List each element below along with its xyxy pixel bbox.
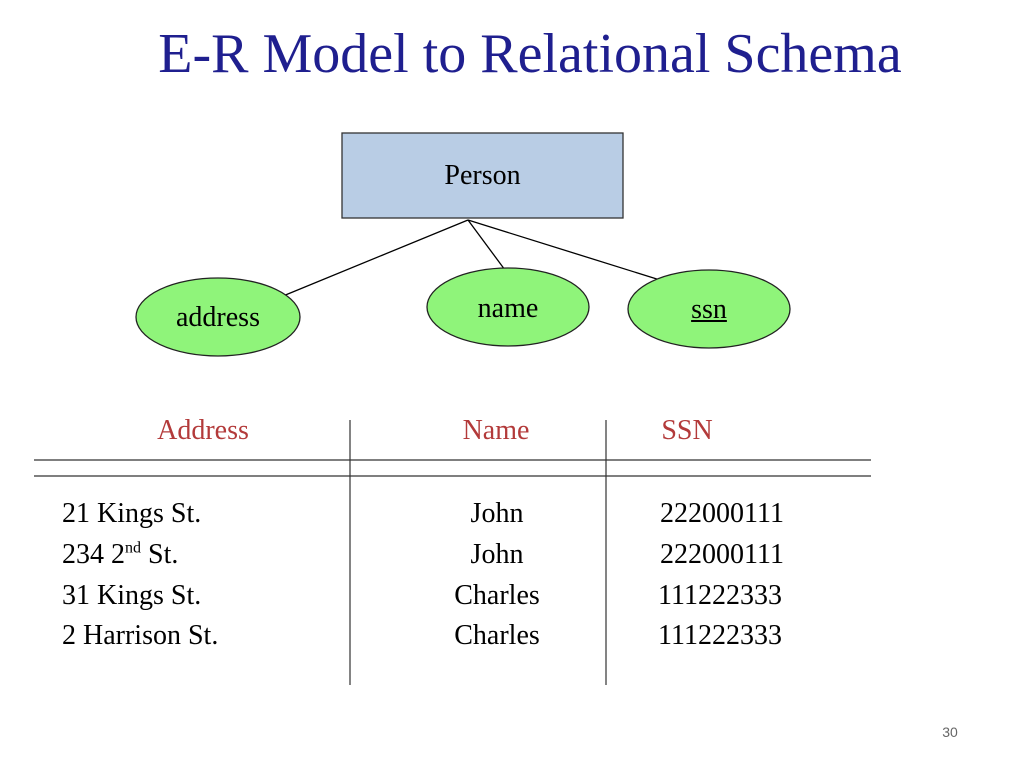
table-cell-address: 31 Kings St. [62,580,202,611]
table-cell-ssn: 222000111 [660,539,784,570]
attribute-ellipse-name [426,267,590,347]
table-cell-name: Charles [454,580,540,611]
key-attribute-ssn: ssn [691,294,727,325]
attribute-ellipse-ssn [627,269,791,349]
table-cell-address: 234 2nd St. [62,539,178,571]
table-cell-name: Charles [454,620,540,651]
entity-label-person: Person [444,160,521,191]
connector-name [467,219,506,271]
page-number: 30 [942,724,958,740]
address-ordinal-suffix: nd [125,539,141,557]
address-text-tail: St. [141,539,179,570]
attribute-label-address: address [176,302,260,333]
connector-address [282,219,469,297]
table-header-name: Name [462,415,530,446]
table-cell-address: 2 Harrison St. [62,620,219,651]
table-header-address: Address [157,415,249,446]
table-cell-ssn: 111222333 [658,580,782,611]
table-cell-name: John [470,539,524,570]
connector-ssn [467,219,661,281]
attribute-ellipse-address [135,277,301,357]
slide-title: E-R Model to Relational Schema [158,23,902,85]
attribute-label-ssn: ssn [628,294,790,326]
table-cell-ssn: 222000111 [660,498,784,529]
entity-box-person [341,132,624,219]
table-cell-address: 21 Kings St. [62,498,202,529]
attribute-label-name: name [477,293,539,324]
table-cell-name: John [470,498,524,529]
table-header-ssn: SSN [661,415,713,446]
table-cell-ssn: 111222333 [658,620,782,651]
address-text: 234 2 [62,539,125,570]
